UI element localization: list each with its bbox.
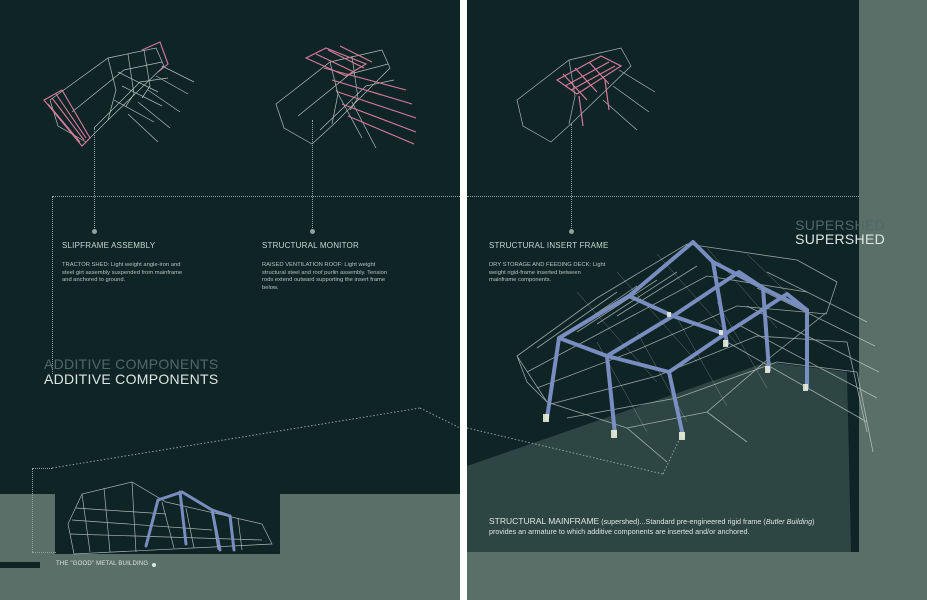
leader-line-thumb-bottom — [32, 552, 56, 553]
footer-dot — [152, 563, 156, 567]
leader-line-monitor — [312, 120, 313, 228]
additive-components-heading: ADDITIVE COMPONENTS — [44, 371, 219, 387]
footer-text: THE "GOOD" METAL BUILDING — [56, 561, 149, 567]
left-page: THE "GOOD" METAL BUILDING — [0, 0, 460, 600]
right-edge-band — [859, 0, 927, 600]
leader-line-insert — [571, 124, 572, 228]
mainframe-text-a: ...Standard pre-engineered rigid frame ( — [639, 517, 766, 526]
supershed-heading: SUPERSHED — [795, 231, 885, 247]
mainframe-caption: STRUCTURAL MAINFRAME (supershed)...Stand… — [489, 516, 829, 537]
floor-plane — [467, 362, 851, 552]
mainframe-thumbnail — [67, 481, 273, 555]
footer-bar — [0, 562, 40, 568]
mainframe-text-b: ) provides an armature to which additive… — [489, 517, 815, 536]
insert-frame-title: STRUCTURAL INSERT FRAME — [489, 241, 609, 250]
leader-line-thumb-top — [32, 468, 52, 469]
leader-line-left — [52, 196, 53, 374]
slipframe-drawing — [43, 41, 195, 147]
monitor-description: RAISED VENTILATION ROOF: Light weight st… — [262, 262, 388, 291]
supershed-drawing — [516, 240, 880, 463]
slipframe-description: TRACTOR SHED: Light weight angle-iron an… — [62, 262, 183, 283]
leader-line-diagonal — [51, 407, 460, 469]
slipframe-title: SLIPFRAME ASSEMBLY — [62, 241, 156, 250]
leader-line-top-right — [467, 196, 859, 197]
insert-frame-description: DRY STORAGE AND FEEDING DECK: Light weig… — [489, 262, 606, 283]
leader-line-slipframe — [94, 128, 95, 228]
leader-dot-slipframe — [92, 229, 97, 234]
leader-line-thumb-left — [32, 468, 33, 552]
monitor-drawing — [275, 45, 417, 149]
bottom-band — [467, 552, 927, 600]
monitor-title: STRUCTURAL MONITOR — [262, 241, 359, 250]
leader-dot-insert — [569, 229, 574, 234]
mainframe-paren: (supershed) — [599, 517, 640, 526]
mainframe-lead: STRUCTURAL MAINFRAME — [489, 516, 600, 526]
supershed-heading-ghost: SUPERSHED — [795, 217, 885, 233]
leader-dot-monitor — [310, 229, 315, 234]
insert-frame-drawing — [516, 47, 656, 143]
leader-line-top — [52, 196, 460, 197]
right-page: STRUCTURAL INSERT FRAME DRY STORAGE AND … — [467, 0, 927, 600]
leader-line-mainframe — [467, 427, 682, 475]
mainframe-italic: Butler Building — [765, 517, 813, 526]
additive-components-heading-ghost: ADDITIVE COMPONENTS — [44, 356, 219, 372]
